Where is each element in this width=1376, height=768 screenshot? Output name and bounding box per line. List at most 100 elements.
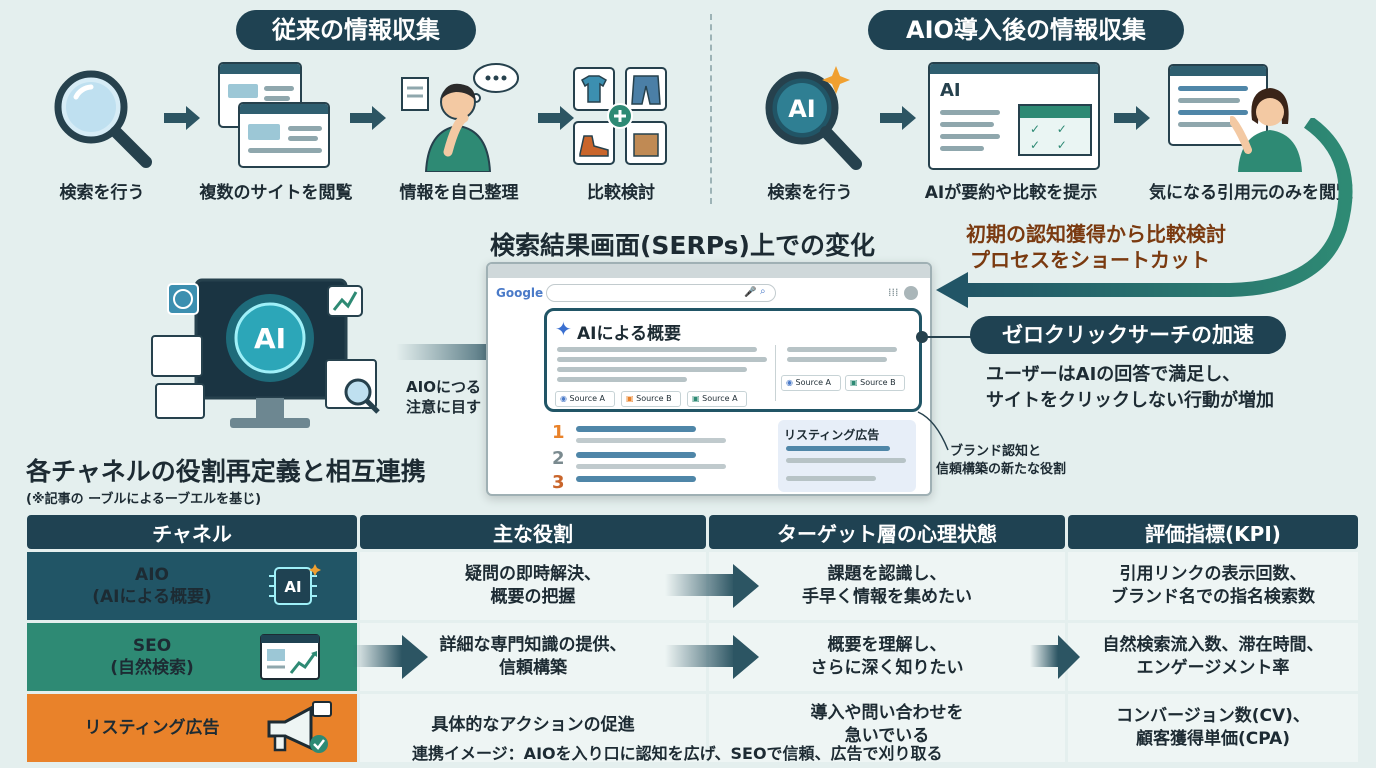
zero-click-title: ゼロクリックサーチの加速 (970, 316, 1286, 354)
flow-arrow (538, 113, 560, 123)
flow-arrow (880, 113, 902, 123)
apps-grid-icon[interactable]: ⁞⁞⁞ (888, 286, 899, 299)
brand-note-2: 信頼構築の新たな役割 (936, 462, 1067, 477)
result-link[interactable] (576, 426, 696, 432)
kpi-seo: 自然検索流入数、滞在時間、エンゲージメント率 (1030, 623, 1358, 691)
zero-click-line-1: ユーザーはAIの回答で満足し、 (986, 364, 1241, 385)
header-mindset: ターゲット層の心理状態 (709, 515, 1065, 549)
role-seo: 詳細な専門知識の提供、信頼構築 (352, 623, 706, 691)
channel-subname: (自然検索) (110, 658, 194, 678)
aio-note-1: AIOにつる (406, 378, 481, 396)
zero-click-dot (916, 331, 928, 343)
ai-badge-text: AI (788, 95, 816, 123)
after-step-2: AIが要約や比較を提示 (924, 183, 1098, 203)
mind-listing: 導入や問い合わせを急いでいる (709, 694, 1065, 762)
sparkle-icon: ✦ (555, 317, 572, 341)
channel-name: AIO (135, 564, 169, 585)
ai-monitor-icon: AI (150, 272, 386, 444)
flow-arrow-head (372, 106, 386, 130)
channel-listing: リスティング広告 (27, 694, 357, 762)
traditional-step-2: 複数のサイトを閲覧 (199, 183, 353, 203)
brand-note-1: ブランド認知と (950, 444, 1042, 459)
flow-arrow-head (733, 635, 759, 679)
channels-title: 各チャネルの役割再定義と相互連携 (26, 457, 426, 486)
channels-subtitle: (※記事の ーブルによるーブエルを基じ) (26, 492, 262, 507)
flow-arrow-head (902, 106, 916, 130)
source-chip[interactable]: ▣ Source B (845, 375, 905, 391)
aio-note-2: 注意に目す (406, 398, 482, 416)
chip-icon: AI (263, 562, 323, 610)
comparison-grid-icon (572, 66, 668, 166)
header-role: 主な役割 (360, 515, 706, 549)
kpi-aio: 引用リンクの表示回数、ブランド名での指名検索数 (1068, 552, 1358, 620)
section-divider (710, 14, 712, 204)
person-reading-icon (1166, 60, 1306, 172)
channel-name: SEO (132, 635, 172, 656)
table-row: SEO (自然検索) 詳細な専門知識の提供、信頼構築 (27, 623, 1358, 691)
flow-arrow-head (560, 106, 574, 130)
table-header-row: チャネル 主な役割 ターゲット層の心理状態 評価指標(KPI) (27, 515, 1358, 549)
zero-click-line-2: サイトをクリックしない行動が増加 (986, 390, 1274, 411)
table-row: AIO (AIによる概要) AI 疑問の即時解決、概要の把握 課題を認識し、手早… (27, 552, 1358, 620)
rank-3: 3 (552, 472, 565, 493)
result-link[interactable] (576, 452, 696, 458)
channel-name: リスティング広告 (84, 717, 220, 738)
after-aio-title: AIO導入後の情報収集 (868, 10, 1184, 50)
source-chip[interactable]: ◉ Source A (555, 391, 615, 407)
traditional-step-4: 比較検討 (587, 183, 655, 203)
source-chip[interactable]: ▣ Source B (621, 391, 681, 407)
flow-arrow (350, 113, 372, 123)
monitor-ai-text: AI (254, 322, 286, 355)
thinking-person-icon (398, 60, 528, 173)
shortcut-text-1: 初期の認知獲得から比較検討 (966, 222, 1226, 246)
ai-overview-panel: ✦ AIによる概要 ◉ Source A ▣ Source B ▣ Source… (544, 308, 922, 412)
listing-ad-label: リスティング広告 (784, 428, 880, 442)
search-icon[interactable]: ⌕ (760, 286, 766, 297)
flow-arrow-head (1058, 635, 1080, 679)
flow-arrow (665, 574, 735, 596)
flow-arrow-head (402, 635, 428, 679)
flow-arrow (1114, 113, 1136, 123)
ai-magnifier-icon: AI (756, 60, 866, 172)
kpi-listing: コンバージョン数(CV)、顧客獲得単価(CPA) (1068, 694, 1358, 762)
source-chip[interactable]: ▣ Source A (687, 391, 747, 407)
source-chip[interactable]: ◉ Source A (781, 375, 841, 391)
google-logo: Google (496, 286, 544, 300)
traditional-step-1: 検索を行う (59, 183, 145, 203)
footer-note: 連携イメージ：AIOを入り口に認知を広げ、SEOで信頼、広告で刈り取る (412, 744, 943, 763)
traditional-step-3: 情報を自己整理 (399, 183, 519, 203)
channel-seo: SEO (自然検索) (27, 623, 357, 691)
zero-click-connector (922, 336, 972, 338)
table-row: リスティング広告 具体的なアクションの促進 導入や問い合わせを急いでいる コンバ… (27, 694, 1358, 762)
chip-text: AI (284, 578, 301, 596)
account-avatar[interactable] (904, 286, 918, 300)
ai-summary-window-icon: AI ✓ ✓ ✓ ✓ (928, 62, 1100, 170)
role-aio: 疑問の即時解決、概要の把握 (360, 552, 706, 620)
role-listing: 具体的なアクションの促進 (360, 694, 706, 762)
browser-windows-icon (214, 62, 334, 172)
magnifier-icon (46, 62, 156, 172)
channel-aio: AIO (AIによる概要) AI (27, 552, 357, 620)
flow-arrow (1030, 645, 1058, 667)
serp-search-input[interactable] (546, 284, 776, 302)
flow-arrow-head (733, 564, 759, 608)
header-channel: チャネル (27, 515, 357, 549)
header-kpi: 評価指標(KPI) (1068, 515, 1358, 549)
channels-table: チャネル 主な役割 ターゲット層の心理状態 評価指標(KPI) AIO (AIに… (24, 512, 1361, 765)
channel-subname: (AIによる概要) (92, 587, 212, 607)
aio-to-serp-arrow (396, 344, 514, 360)
chart-window-icon (259, 633, 325, 683)
rank-2: 2 (552, 448, 565, 469)
after-step-3: 気になる引用元のみを閲覧 (1149, 183, 1353, 203)
ai-overview-title: AIによる概要 (577, 324, 681, 344)
mind-aio: 課題を認識し、手早く情報を集めたい (665, 552, 1065, 620)
result-link[interactable] (576, 476, 696, 482)
rank-1: 1 (552, 422, 565, 443)
flow-arrow (164, 113, 186, 123)
mic-icon[interactable]: 🎤 (744, 287, 757, 298)
mind-seo: 概要を理解し、さらに深く知りたい (665, 623, 1065, 691)
window-ai-label: AI (940, 80, 961, 101)
shortcut-text-2: プロセスをショートカット (970, 248, 1210, 272)
brand-note-connector (917, 411, 949, 451)
flow-arrow (665, 645, 735, 667)
